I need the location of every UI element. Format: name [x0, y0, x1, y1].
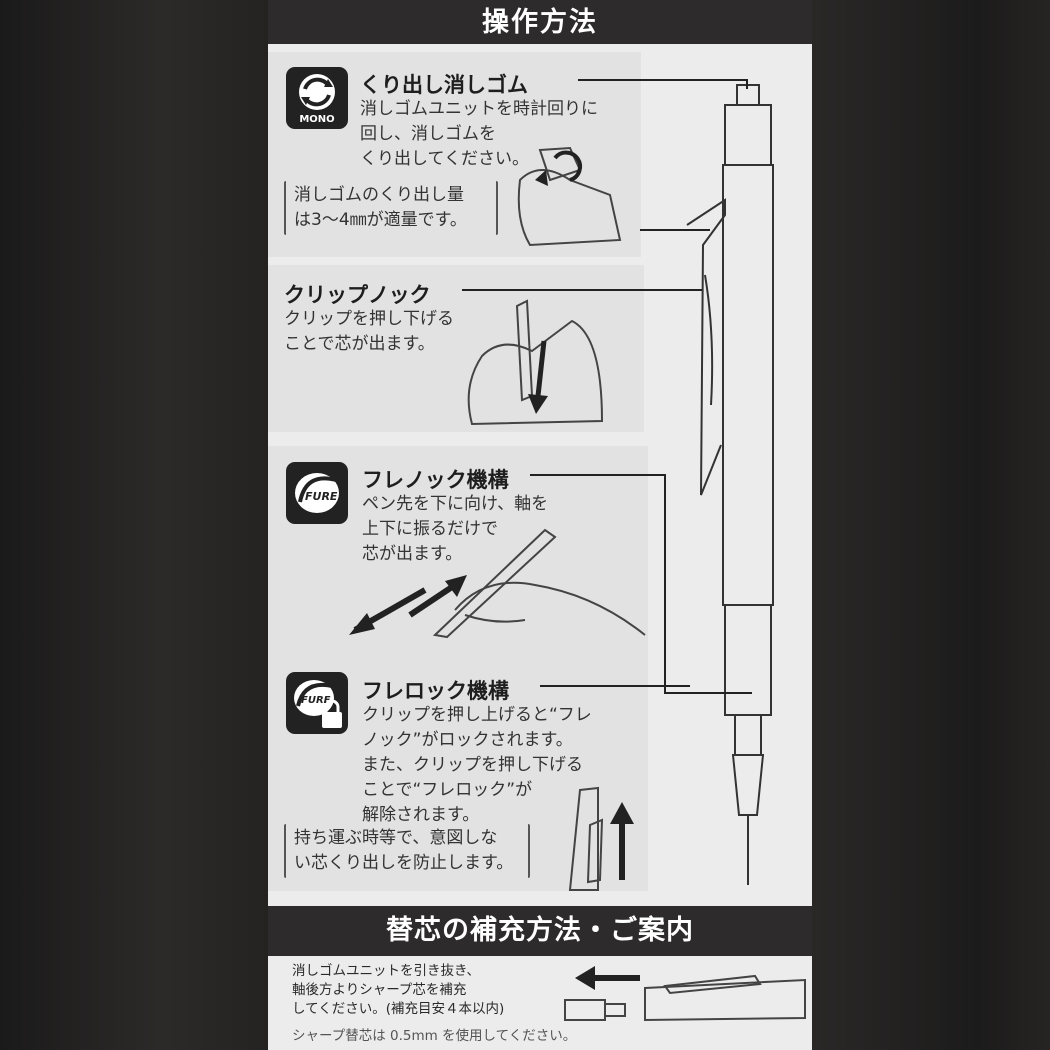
shake-line-2: 上下に振るだけで [362, 519, 498, 539]
leader-shake [530, 474, 666, 476]
shake-illustration [349, 528, 646, 639]
shake-line-3: 芯が出ます。 [362, 544, 463, 564]
clip-knock-illustration [467, 299, 604, 426]
eraser-line-1: 消しゴムユニットを時計回りに [360, 99, 598, 119]
mono-swirl-icon [299, 74, 335, 110]
leader-eraser [578, 79, 748, 81]
refill-line-3: してください。(補充目安４本以内) [292, 1001, 505, 1017]
pencil-illustration [686, 84, 774, 885]
leader-shake-end [664, 692, 752, 694]
refill-line-1: 消しゴムユニットを引き抜き、 [292, 963, 481, 979]
fure-logo: FURE [286, 462, 348, 524]
lock-illustration [568, 786, 634, 891]
header-title: 操作方法 [268, 0, 812, 44]
refill-illustration [564, 966, 806, 1022]
eraser-note-line-2: は3〜4㎜が適量です。 [294, 210, 467, 230]
shake-title: フレノック機構 [362, 468, 509, 492]
fure-lock-icon: FURE [294, 680, 342, 728]
panel-clip-knock [268, 265, 644, 432]
refill-title: 替芯の補充方法・ご案内 [268, 906, 812, 956]
background-right [812, 0, 1050, 1050]
clip-knock-line-2: ことで芯が出ます。 [284, 334, 435, 354]
lock-line-1: クリップを押し上げると“フレ [362, 705, 592, 725]
fure-lock-logo-text: FURE [301, 695, 331, 706]
eraser-title: くり出し消しゴム [360, 73, 528, 97]
clip-knock-title: クリップノック [284, 283, 431, 307]
refill-footer: シャープ替芯は 0.5mm を使用してください。 [292, 1028, 577, 1044]
leader-clip-top [640, 229, 710, 231]
lock-line-2: ノック”がロックされます。 [362, 730, 573, 750]
leader-clip-knock [462, 289, 702, 291]
eraser-line-2: 回し、消しゴムを [360, 124, 496, 144]
eraser-note-line-1: 消しゴムのくり出し量 [294, 185, 464, 205]
clip-knock-line-1: クリップを押し下げる [284, 309, 454, 329]
leader-lock [540, 685, 690, 687]
fure-lock-logo: FURE [286, 672, 348, 734]
mono-logo: MONO [286, 67, 348, 129]
lock-note-line-1: 持ち運ぶ時等で、意図しな [294, 828, 498, 848]
eraser-hand-illustration [517, 146, 622, 247]
fure-logo-text: FURE [305, 490, 338, 503]
leader-shake-drop [664, 474, 666, 694]
shake-line-1: ペン先を下に向け、軸を [362, 494, 549, 514]
lock-note-bracket [284, 824, 530, 878]
eraser-note-bracket [284, 181, 498, 235]
lock-title: フレロック機構 [362, 679, 509, 703]
fure-swirl-icon: FURE [295, 473, 339, 513]
mono-logo-label: MONO [299, 114, 335, 125]
background-left [0, 0, 268, 1050]
lock-line-3: また、クリップを押し下げる [362, 755, 583, 775]
leader-eraser-drop [746, 79, 748, 89]
lock-line-5: 解除されます。 [362, 805, 480, 825]
lock-note-line-2: い芯くり出しを防止します。 [294, 853, 514, 873]
lock-line-4: ことで“フレロック”が [362, 780, 533, 800]
eraser-line-3: くり出してください。 [360, 149, 529, 169]
refill-line-2: 軸後方よりシャープ芯を補充 [292, 982, 467, 998]
